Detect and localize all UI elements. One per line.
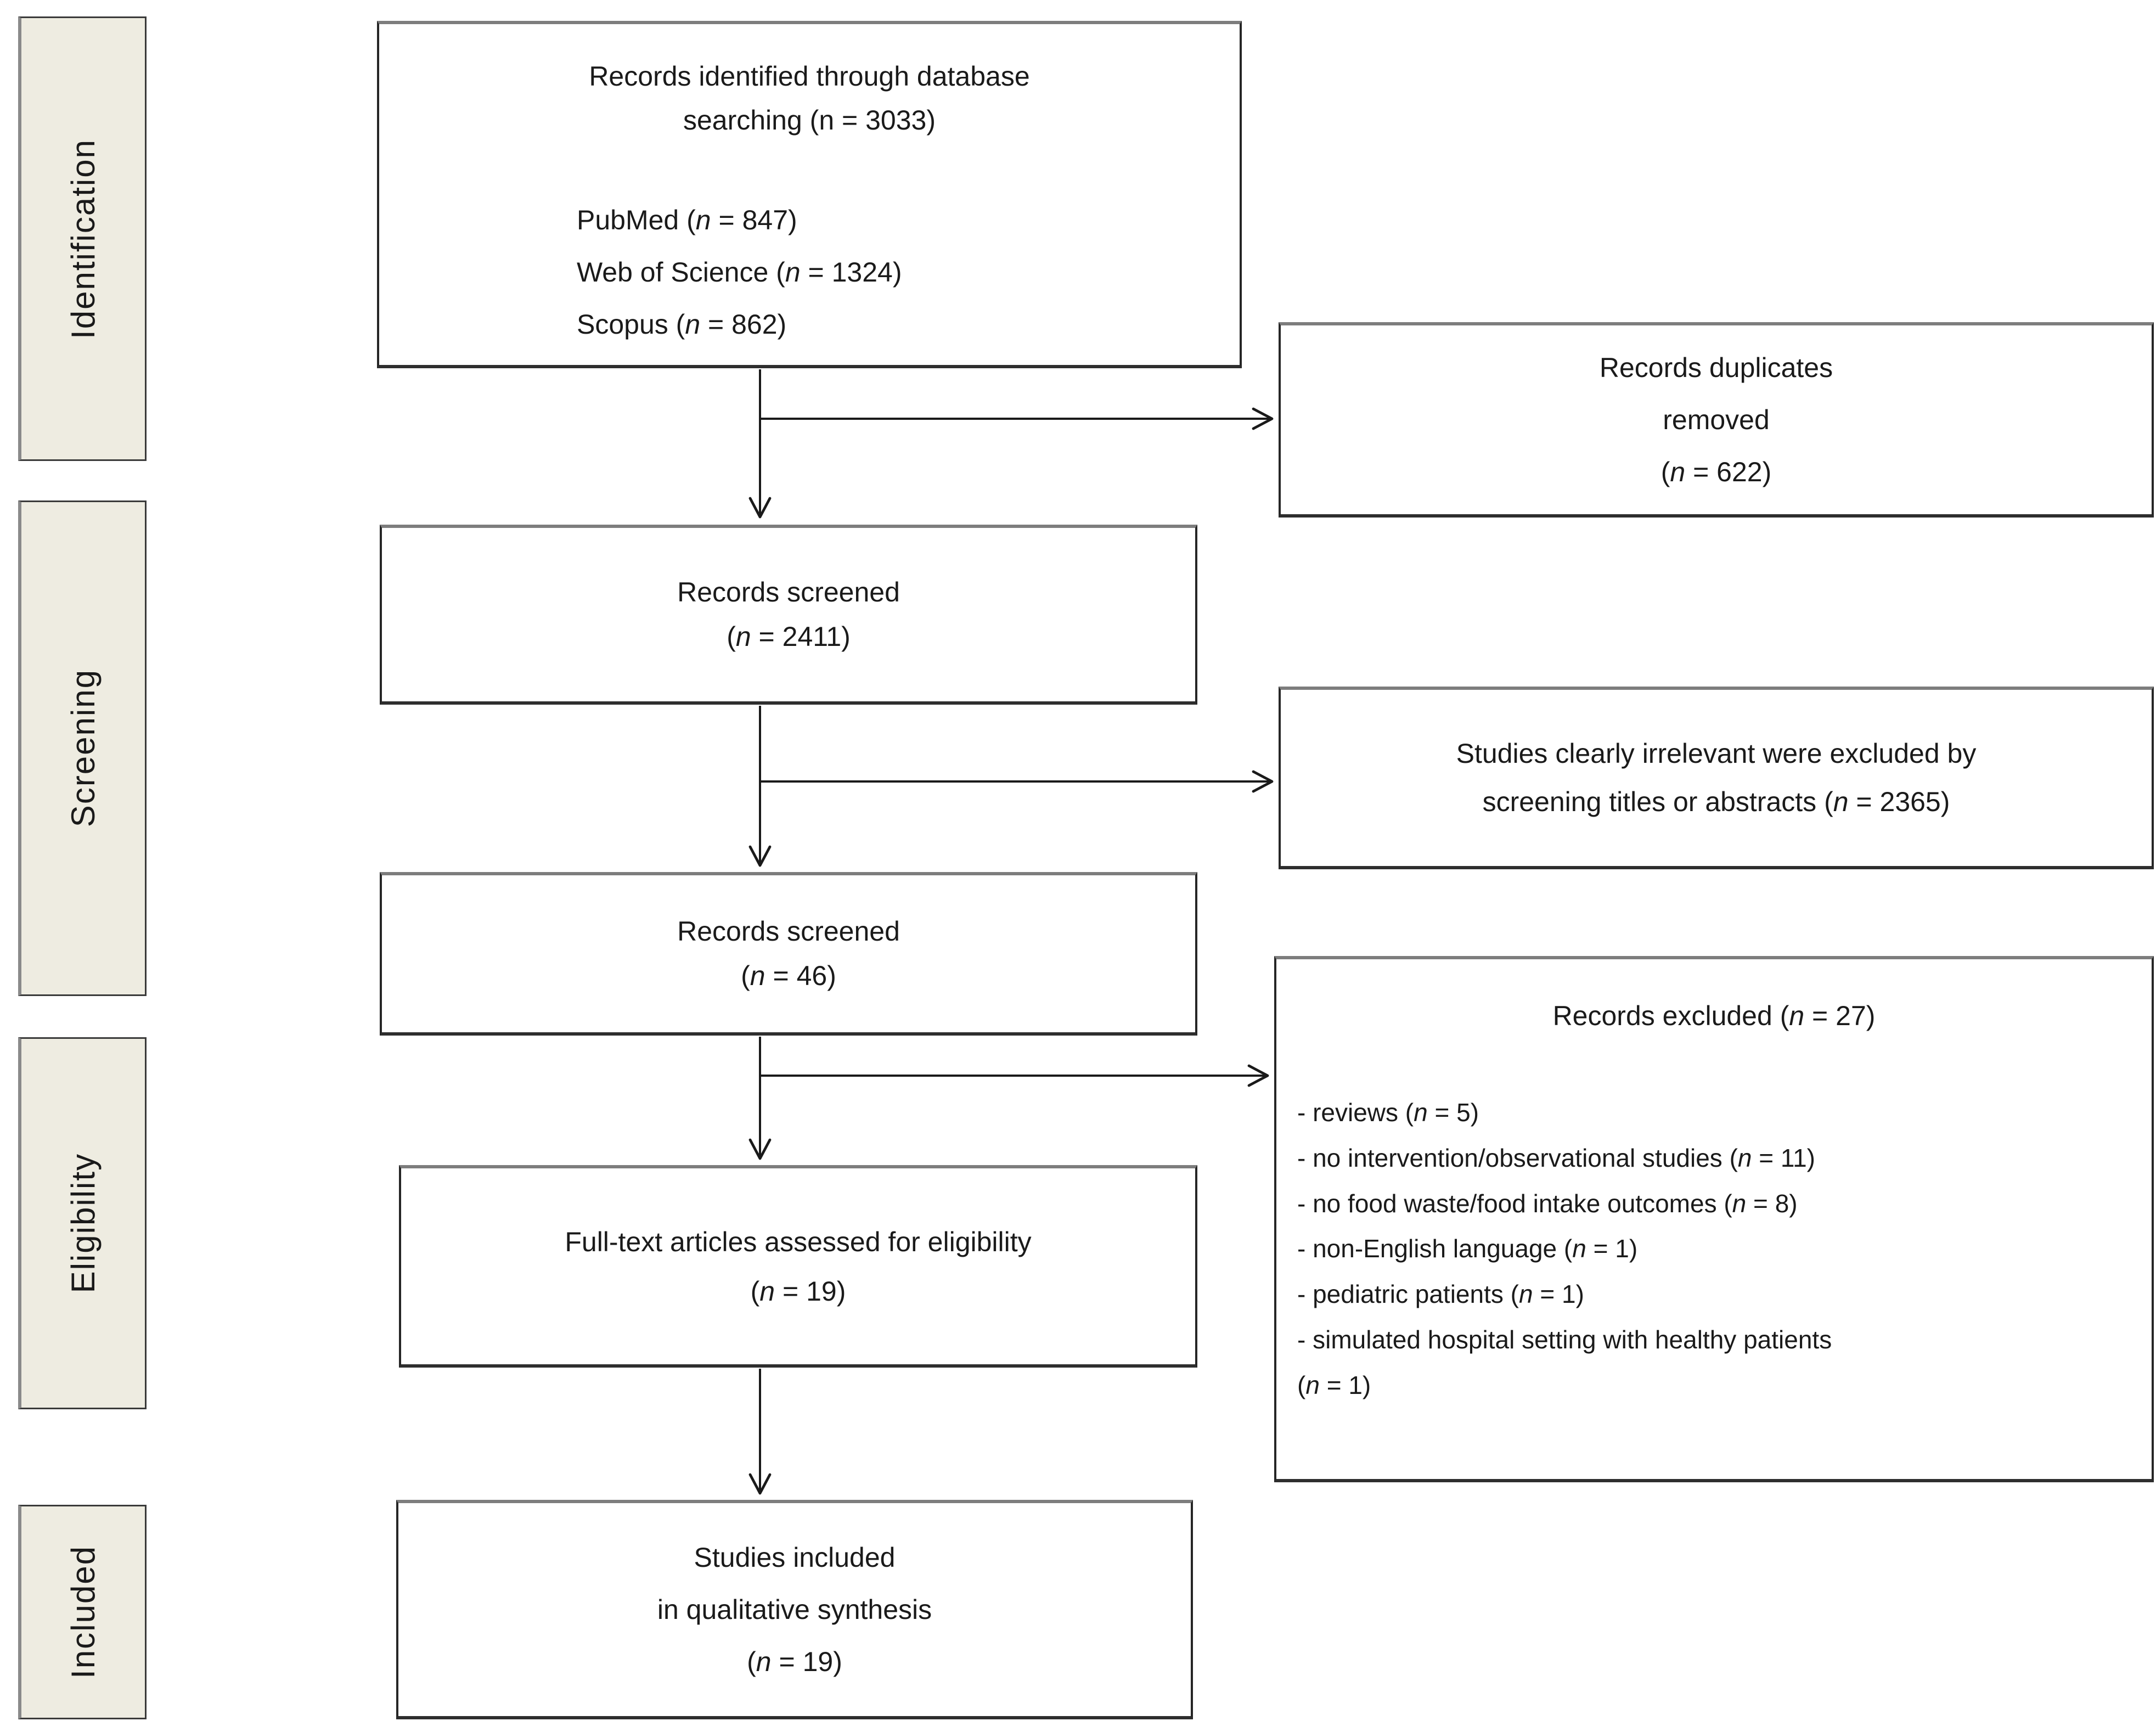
stage-label-screening: Screening	[18, 500, 147, 996]
stage-label-text: Screening	[65, 669, 102, 828]
database-source-list: PubMed (n = 847) Web of Science (n = 132…	[577, 194, 1240, 351]
text-line: Records screened	[677, 577, 900, 608]
box-fulltext-assessed: Full-text articles assessed for eligibil…	[399, 1165, 1197, 1368]
box-records-identified: Records identified through database sear…	[377, 21, 1242, 368]
source-scopus: Scopus (n = 862)	[577, 309, 787, 340]
text-line: (n = 19)	[750, 1275, 846, 1307]
box-duplicates-removed: Records duplicates removed (n = 622)	[1279, 322, 2154, 518]
stage-label-identification: Identification	[18, 16, 147, 461]
exclusion-reason: - reviews (n = 5)	[1297, 1098, 1479, 1127]
text-line: Full-text articles assessed for eligibil…	[565, 1226, 1032, 1257]
exclusion-reason-continuation: (n = 1)	[1297, 1370, 1371, 1399]
source-web-of-science: Web of Science (n = 1324)	[577, 257, 902, 288]
box-records-excluded: Records excluded (n = 27) - reviews (n =…	[1274, 956, 2154, 1482]
stage-label-text: Identification	[65, 138, 102, 339]
box-records-screened-first: Records screened (n = 2411)	[380, 525, 1197, 705]
text-line: Records identified through database	[589, 61, 1030, 92]
text-line: in qualitative synthesis	[657, 1594, 932, 1625]
text-line: searching (n = 3033)	[683, 105, 936, 136]
exclusion-reason: - no food waste/food intake outcomes (n …	[1297, 1189, 1798, 1218]
text-line: (n = 19)	[747, 1646, 842, 1677]
exclusion-reason: - pediatric patients (n = 1)	[1297, 1280, 1584, 1309]
box-irrelevant-excluded: Studies clearly irrelevant were excluded…	[1279, 687, 2154, 869]
records-identified-heading: Records identified through database sear…	[379, 54, 1240, 142]
text-line: (n = 622)	[1660, 456, 1772, 487]
text-line: removed	[1663, 404, 1770, 435]
text-line: (n = 2411)	[727, 621, 851, 652]
text-line: (n = 46)	[741, 960, 836, 991]
records-excluded-title: Records excluded (n = 27)	[1552, 1000, 1876, 1031]
exclusion-reason: - no intervention/observational studies …	[1297, 1143, 1815, 1172]
stage-label-eligibility: Eligibility	[18, 1037, 147, 1409]
source-pubmed: PubMed (n = 847)	[577, 205, 797, 235]
exclusion-reason: - non-English language (n = 1)	[1297, 1234, 1638, 1263]
box-records-screened-second: Records screened (n = 46)	[380, 872, 1197, 1036]
text-line: Records screened	[677, 916, 900, 947]
exclusion-reason-list: - reviews (n = 5) - no intervention/obse…	[1276, 1090, 2152, 1408]
stage-label-text: Included	[65, 1545, 102, 1679]
stage-label-text: Eligibility	[65, 1153, 102, 1293]
text-line: screening titles or abstracts (n = 2365)	[1482, 786, 1950, 817]
box-studies-included: Studies included in qualitative synthesi…	[396, 1500, 1193, 1719]
stage-label-included: Included	[18, 1505, 147, 1719]
exclusion-reason: - simulated hospital setting with health…	[1297, 1325, 1832, 1354]
text-line: Studies clearly irrelevant were excluded…	[1456, 738, 1977, 769]
text-line: Records duplicates	[1599, 352, 1833, 383]
text-line: Studies included	[694, 1542, 896, 1573]
